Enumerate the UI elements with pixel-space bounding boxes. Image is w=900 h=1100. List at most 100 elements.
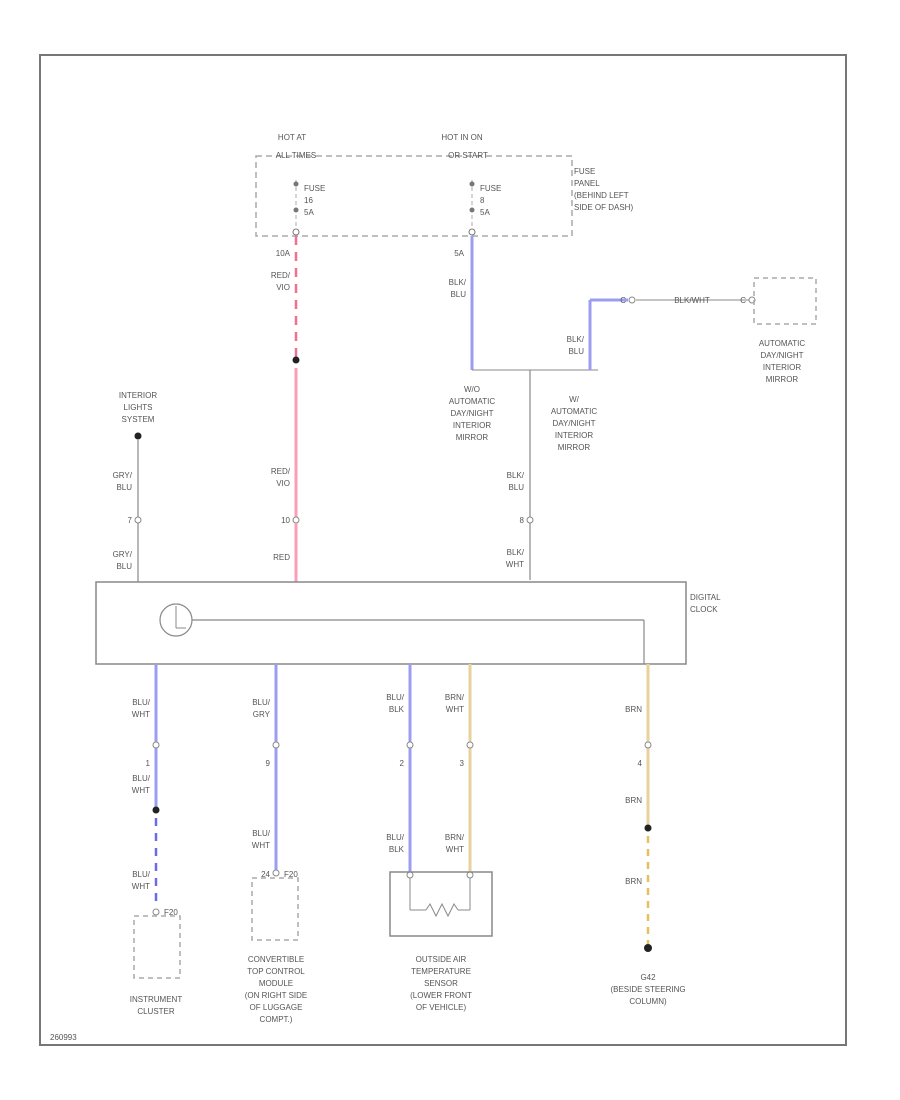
wire-pin4 [644,664,652,952]
svg-text:G42: G42 [640,973,656,982]
svg-text:DIGITAL: DIGITAL [690,593,721,602]
svg-text:DAY/NIGHT: DAY/NIGHT [451,409,494,418]
svg-text:INTERIOR: INTERIOR [119,391,157,400]
svg-text:INTERIOR: INTERIOR [555,431,593,440]
wire-blu-wht-1a: BLU/ [132,698,151,707]
figure-id: 260993 [50,1033,77,1042]
fuse-16-amp: 5A [304,208,314,217]
wire-blu-gry-b: GRY [253,710,271,719]
wire-red-vio-1b: VIO [276,283,290,292]
wire-red-vio-1a: RED/ [271,271,291,280]
wire-gry-blu-1b: BLU [116,483,132,492]
wire-blu-gry-a: BLU/ [252,698,271,707]
wire-blu-wht-3a: BLU/ [132,870,151,879]
svg-text:DAY/NIGHT: DAY/NIGHT [553,419,596,428]
pin-2: 2 [400,759,405,768]
fuse-panel-line2: PANEL [574,179,600,188]
fuse-panel-line3: (BEHIND LEFT [574,191,629,200]
wire-gry-blu-2a: GRY/ [113,550,133,559]
svg-text:MIRROR: MIRROR [766,375,799,384]
hot-in-on-line2: OR START [448,151,488,160]
wire-blu-wht-4a: BLU/ [252,829,271,838]
wire-blk-wht-b: WHT [506,560,524,569]
wire-blk-wht-a: BLK/ [507,548,525,557]
wire-brn-3: BRN [625,877,642,886]
wire-red-vio-2a: RED/ [271,467,291,476]
svg-text:AUTOMATIC: AUTOMATIC [449,397,496,406]
svg-text:F20: F20 [164,908,178,917]
svg-text:TOP CONTROL: TOP CONTROL [247,967,305,976]
svg-text:TEMPERATURE: TEMPERATURE [411,967,471,976]
fuse-8-amp: 5A [480,208,490,217]
pin-9: 9 [266,759,271,768]
blk-blu-wire [470,236,756,580]
diagram-frame [39,54,847,1046]
wire-gry-blu-2b: BLU [116,562,132,571]
wire-gry-blu-1a: GRY/ [113,471,133,480]
note-wo-mirror: W/O AUTOMATIC DAY/NIGHT INTERIOR MIRROR [449,385,496,442]
amp-10a: 10A [276,249,291,258]
svg-text:MIRROR: MIRROR [456,433,489,442]
hot-at-all-times-line2: ALL TIMES [276,151,316,160]
svg-text:MIRROR: MIRROR [558,443,591,452]
wire-brn-wht-2a: BRN/ [445,833,465,842]
svg-text:OF VEHICLE): OF VEHICLE) [416,1003,467,1012]
svg-text:INSTRUMENT: INSTRUMENT [130,995,183,1004]
svg-text:COLUMN): COLUMN) [629,997,667,1006]
wire-blk-blu-2a: BLK/ [567,335,585,344]
wire-red-vio-2b: VIO [276,479,290,488]
wire-blu-blk-2b: BLK [389,845,405,854]
wire-brn-wht-1b: WHT [446,705,464,714]
pin-7: 7 [128,516,133,525]
svg-text:AUTOMATIC: AUTOMATIC [551,407,598,416]
convertible-top-module: 24 F20 CONVERTIBLE TOP CONTROL MODULE (O… [245,870,308,1024]
wire-blk-blu-3a: BLK/ [507,471,525,480]
wire-blk-wht-mirror: BLK/WHT [674,296,710,305]
wire-blu-wht-4b: WHT [252,841,270,850]
hot-in-on-line1: HOT IN ON [441,133,482,142]
svg-text:CLUSTER: CLUSTER [137,1007,175,1016]
wire-blu-wht-2b: WHT [132,786,150,795]
svg-text:INTERIOR: INTERIOR [763,363,801,372]
fuse-8-number: 8 [480,196,485,205]
pin-c-right: C [740,296,746,305]
ground-g42: G42 (BESIDE STEERING COLUMN) [610,973,685,1006]
svg-text:W/O: W/O [464,385,480,394]
wire-blu-blk-1a: BLU/ [386,693,405,702]
svg-text:OUTSIDE AIR: OUTSIDE AIR [416,955,467,964]
fuse-16-label: FUSE [304,184,325,193]
svg-text:DAY/NIGHT: DAY/NIGHT [761,351,804,360]
svg-text:W/: W/ [569,395,580,404]
wire-blu-wht-1b: WHT [132,710,150,719]
svg-text:CONVERTIBLE: CONVERTIBLE [248,955,304,964]
wire-brn-1: BRN [625,705,642,714]
svg-text:(LOWER FRONT: (LOWER FRONT [410,991,472,1000]
pin-10: 10 [281,516,290,525]
svg-text:F20: F20 [284,870,298,879]
pin-8: 8 [520,516,525,525]
hot-at-all-times-line1: HOT AT [278,133,306,142]
wire-blu-wht-2a: BLU/ [132,774,151,783]
svg-text:24: 24 [261,870,270,879]
wire-pin2 [406,664,414,879]
pin-1: 1 [146,759,151,768]
svg-text:MODULE: MODULE [259,979,293,988]
pin-3: 3 [460,759,465,768]
wire-blu-blk-1b: BLK [389,705,405,714]
svg-text:SYSTEM: SYSTEM [122,415,155,424]
amp-5a: 5A [454,249,464,258]
wire-red: RED [273,553,290,562]
svg-text:SENSOR: SENSOR [424,979,458,988]
wire-brn-2: BRN [625,796,642,805]
note-w-mirror: W/ AUTOMATIC DAY/NIGHT INTERIOR MIRROR [551,395,598,452]
outside-air-temp-sensor: OUTSIDE AIR TEMPERATURE SENSOR (LOWER FR… [389,871,493,1012]
svg-text:COMPT.): COMPT.) [260,1015,293,1024]
wire-blk-blu-1b: BLU [450,290,466,299]
wire-blk-blu-2b: BLU [568,347,584,356]
wire-blu-blk-2a: BLU/ [386,833,405,842]
svg-text:(BESIDE STEERING: (BESIDE STEERING [610,985,685,994]
wire-brn-wht-1a: BRN/ [445,693,465,702]
fuse-16-number: 16 [304,196,313,205]
svg-text:LIGHTS: LIGHTS [124,403,153,412]
